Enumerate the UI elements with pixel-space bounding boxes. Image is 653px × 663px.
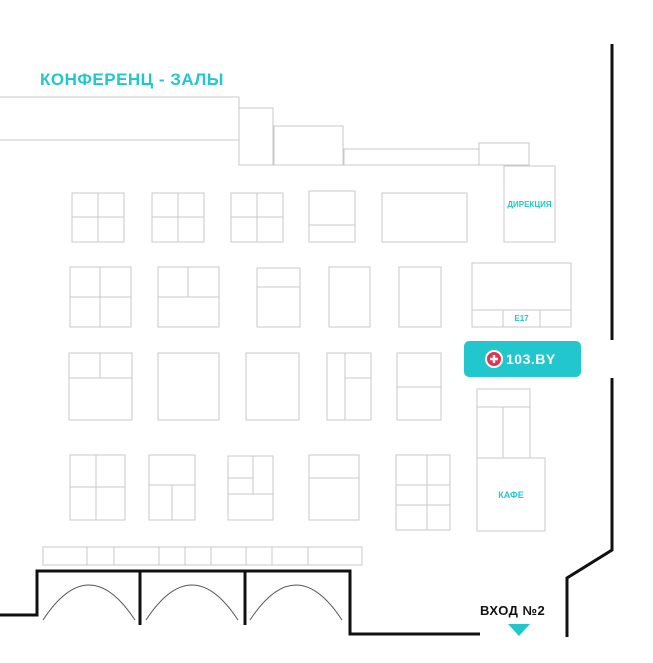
direction-room[interactable] <box>503 165 556 243</box>
booth[interactable] <box>398 266 442 328</box>
booth[interactable] <box>157 266 220 328</box>
booth[interactable] <box>151 192 205 243</box>
booth[interactable] <box>148 454 196 521</box>
booth[interactable] <box>328 266 371 328</box>
booth[interactable] <box>256 267 301 328</box>
direction-label: ДИРЕКЦИЯ <box>507 200 552 209</box>
booth[interactable] <box>227 455 274 521</box>
booth[interactable] <box>71 192 125 243</box>
cafe[interactable] <box>476 457 546 532</box>
booth[interactable] <box>230 192 284 243</box>
booth-e17[interactable] <box>471 262 572 328</box>
booth[interactable] <box>157 352 220 421</box>
door-arcs <box>42 584 343 621</box>
booth[interactable] <box>476 388 531 459</box>
counter-strip <box>42 546 363 566</box>
entrance-label: ВХОД №2 <box>480 603 546 618</box>
booth[interactable] <box>326 352 372 421</box>
booth[interactable] <box>69 266 132 328</box>
booth[interactable] <box>396 352 442 421</box>
booth[interactable] <box>381 192 468 243</box>
entrance-arrow-icon <box>508 624 530 636</box>
booth[interactable] <box>308 454 360 521</box>
booth[interactable] <box>68 352 133 421</box>
booth[interactable] <box>245 352 300 421</box>
booth-code-label: E17 <box>514 314 529 323</box>
conference-halls-title: КОНФЕРЕНЦ - ЗАЛЫ <box>40 70 224 89</box>
cafe-label: КАФЕ <box>498 490 524 500</box>
booth[interactable] <box>308 190 356 243</box>
plus-circle-icon <box>485 350 503 368</box>
103by-booth-badge[interactable]: 103.BY <box>464 341 581 377</box>
badge-text: 103.BY <box>506 351 556 367</box>
walls <box>0 44 614 637</box>
top-wall-strip <box>0 96 530 166</box>
booth[interactable] <box>69 454 126 521</box>
booth[interactable] <box>395 454 451 531</box>
